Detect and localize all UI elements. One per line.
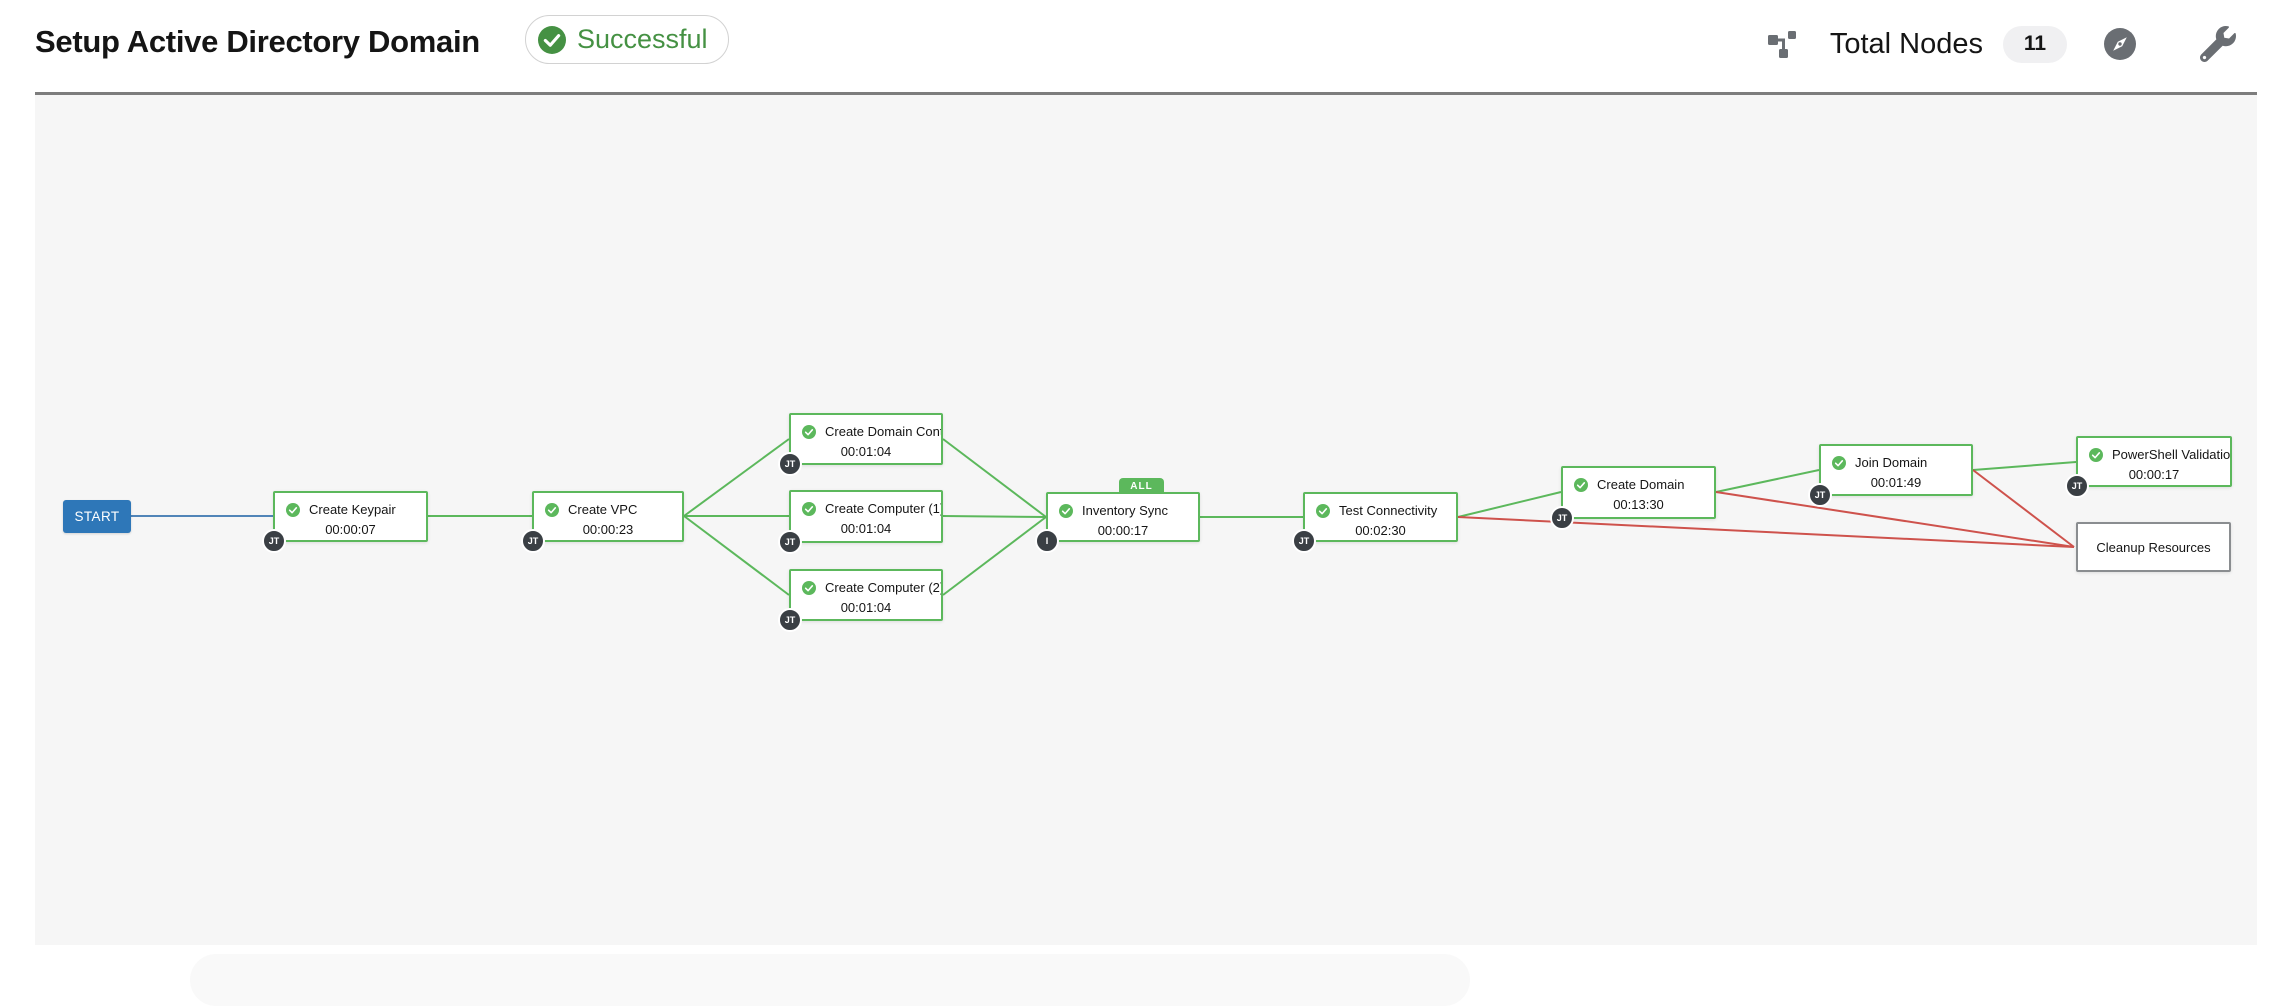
node-create-vpc[interactable]: Create VPC 00:00:23 JT (521, 491, 684, 553)
bottom-overflow-element (190, 954, 1470, 1006)
link-create-domain-controller-to-inventory-sync (942, 438, 1047, 518)
success-check-icon (1574, 477, 1588, 492)
node-type-badge: JT (1550, 506, 1574, 530)
node-elapsed-time: 00:01:04 (840, 600, 892, 615)
header-controls: Total Nodes 11 (1766, 0, 2236, 88)
node-label: Create Computer (1) (825, 501, 941, 516)
node-type-badge: JT (1292, 529, 1316, 553)
node-label: Cleanup Resources (2096, 539, 2211, 555)
node-elapsed-time: 00:00:17 (1097, 523, 1149, 538)
compass-icon[interactable] (2103, 27, 2137, 61)
node-inventory-sync[interactable]: Inventory Sync 00:00:17 ALL I (1035, 478, 1200, 553)
node-label: Create Computer (2) (825, 580, 941, 595)
node-type-badge: JT (1808, 483, 1832, 507)
node-label: Test Connectivity (1339, 503, 1438, 518)
node-elapsed-time: 00:13:30 (1613, 497, 1664, 512)
node-test-connectivity[interactable]: Test Connectivity 00:02:30 JT (1292, 492, 1458, 553)
status-badge[interactable]: Successful (525, 15, 729, 64)
wrench-icon[interactable] (2200, 26, 2236, 62)
success-check-icon (802, 501, 816, 516)
node-elapsed-time: 00:02:30 (1355, 523, 1406, 538)
node-label: PowerShell Validation (2112, 447, 2230, 462)
node-label: Create Domain Contr... (825, 424, 941, 439)
link-create-vpc-to-create-domain-controller (683, 438, 790, 517)
node-label: Join Domain (1855, 455, 1928, 470)
link-create-computer-1-to-inventory-sync (942, 515, 1047, 518)
node-start[interactable]: START (63, 500, 131, 533)
node-cleanup-resources[interactable]: Cleanup Resources (2076, 522, 2231, 572)
success-check-icon (802, 424, 816, 439)
link-create-domain-to-cleanup-resources (1715, 491, 2075, 548)
node-elapsed-time: 00:01:04 (840, 521, 892, 536)
node-type-badge: I (1035, 529, 1059, 553)
total-nodes-count-badge: 11 (2003, 25, 2067, 63)
node-type-badge: JT (262, 529, 286, 553)
node-elapsed-time: 00:01:49 (1870, 475, 1922, 490)
node-elapsed-time: 00:00:07 (325, 522, 376, 537)
success-check-icon (1832, 455, 1846, 470)
node-type-badge: JT (778, 452, 802, 476)
success-check-icon (2089, 447, 2103, 462)
header: Setup Active Directory Domain Successful… (0, 0, 2290, 92)
link-create-vpc-to-create-computer-2 (683, 515, 790, 596)
node-powershell-validation[interactable]: PowerShell Validation 00:00:17 JT (2065, 436, 2232, 498)
node-elapsed-time: 00:01:04 (840, 444, 892, 459)
node-label: Create VPC (568, 502, 638, 517)
node-elapsed-time: 00:00:23 (582, 522, 634, 537)
node-label: Create Domain (1597, 477, 1685, 492)
all-convergence-badge: ALL (1119, 478, 1164, 494)
success-check-icon (538, 25, 566, 54)
node-label: Inventory Sync (1082, 503, 1168, 518)
node-elapsed-time: 00:00:17 (2128, 467, 2180, 482)
link-join-domain-to-powershell-validation (1972, 461, 2077, 471)
node-create-keypair[interactable]: Create Keypair 00:00:07 JT (262, 491, 428, 553)
node-type-badge: JT (778, 608, 802, 632)
node-type-badge: JT (2065, 474, 2089, 498)
success-check-icon (545, 502, 559, 517)
success-check-icon (802, 580, 816, 595)
link-create-computer-2-to-inventory-sync (942, 516, 1047, 596)
node-type-badge: JT (521, 529, 545, 553)
link-test-connectivity-to-create-domain (1457, 491, 1562, 518)
node-type-badge: JT (778, 530, 802, 554)
topology-icon (1766, 28, 1798, 60)
success-check-icon (1316, 503, 1330, 518)
node-label: Create Keypair (309, 502, 396, 517)
success-check-icon (1059, 503, 1073, 518)
link-create-domain-to-join-domain (1715, 469, 1820, 493)
success-check-icon (286, 502, 300, 517)
status-badge-label: Successful (577, 24, 708, 54)
total-nodes-label: Total Nodes (1829, 27, 1983, 60)
page-title: Setup Active Directory Domain (35, 24, 480, 59)
link-join-domain-to-cleanup-resources (1972, 469, 2075, 548)
